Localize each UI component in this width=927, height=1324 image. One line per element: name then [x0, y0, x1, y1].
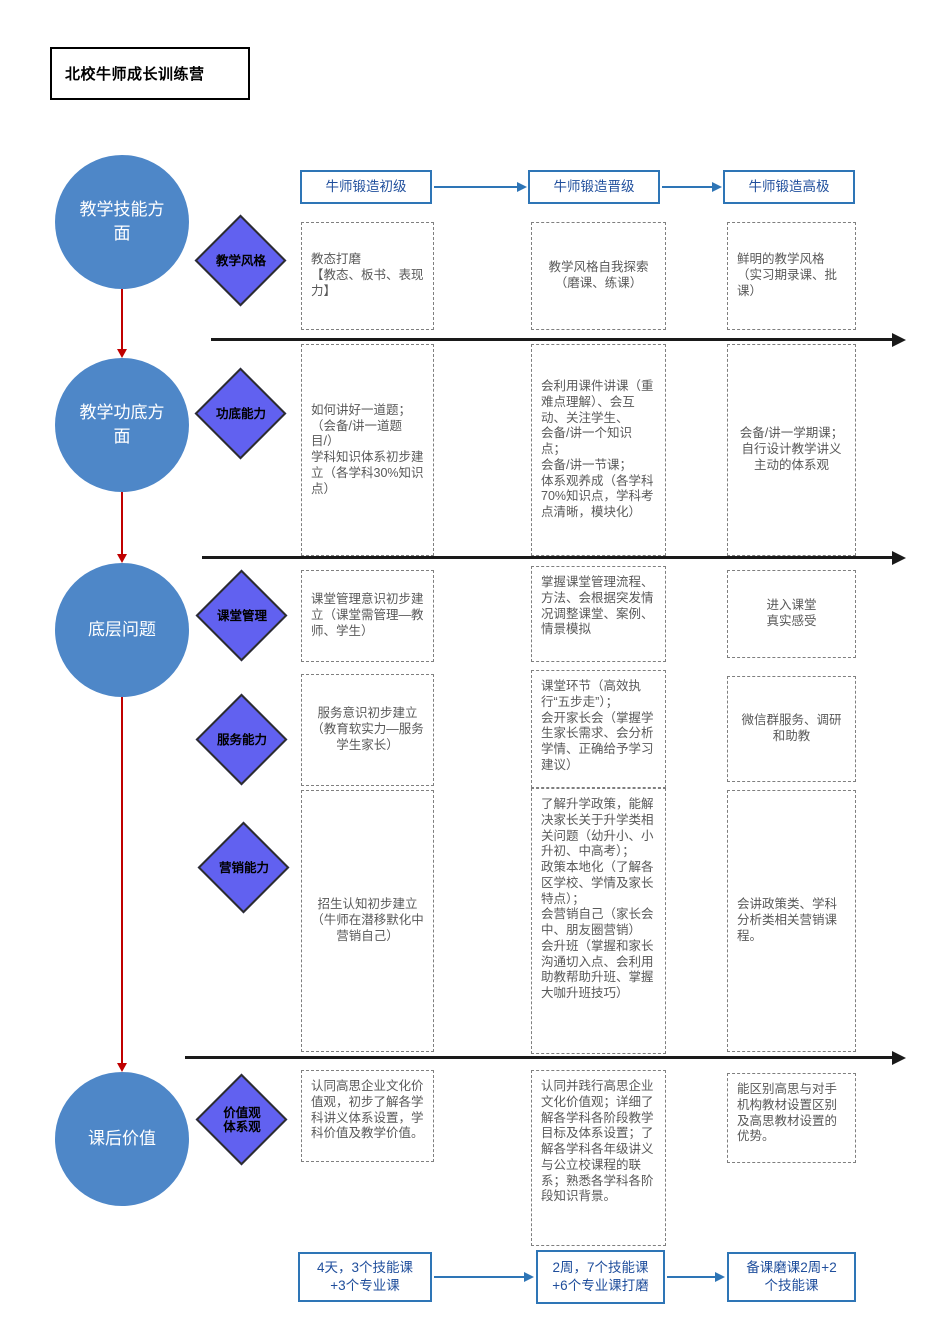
footer-flow-arrow-1 — [434, 1276, 524, 1278]
category-label: 教学技能方面 — [79, 200, 165, 243]
category-underlying-issues: 底层问题 — [55, 563, 189, 697]
footer-stage-beginner: 4天，3个技能课 +3个专业课 — [298, 1252, 432, 1302]
skill-service-ability: 服务能力 — [195, 693, 288, 786]
matrix-cell-r1c2: 教学风格自我探索 （磨课、练课） — [531, 222, 666, 330]
category-teaching-skills: 教学技能方面 — [55, 155, 189, 289]
stage-flow-arrow-2 — [662, 186, 712, 188]
skill-foundation-ability: 功底能力 — [194, 367, 287, 460]
stage-header-intermediate: 牛师锻造晋级 — [528, 170, 660, 204]
stage-flow-arrow-1 — [434, 186, 517, 188]
category-after-class-value: 课后价值 — [55, 1072, 189, 1206]
category-label: 教学功底方面 — [79, 403, 165, 446]
matrix-cell-r1c1: 教态打磨 【教态、板书、表现力】 — [301, 222, 434, 330]
matrix-cell-r4c1: 服务意识初步建立 （教育软实力—服务学生家长） — [301, 674, 434, 786]
timeline-arrow-3 — [185, 1056, 893, 1059]
category-label: 课后价值 — [88, 1129, 156, 1149]
skill-teaching-style: 教学风格 — [194, 214, 287, 307]
matrix-cell-r3c3: 进入课堂 真实感受 — [727, 570, 856, 658]
matrix-cell-r5c3: 会讲政策类、学科分析类相关营销课程。 — [727, 790, 856, 1052]
timeline-arrow-1 — [211, 338, 893, 341]
matrix-cell-r4c3: 微信群服务、调研和助教 — [727, 676, 856, 782]
skill-label: 课堂管理 — [216, 608, 267, 623]
matrix-cell-r6c2: 认同并践行高思企业文化价值观；详细了解各学科各阶段教学目标及体系设置；了解各学科… — [531, 1070, 666, 1246]
matrix-cell-r4c2: 课堂环节（高效执行“五步走”）； 会开家长会（掌握学生家长需求、会分析学情、正确… — [531, 670, 666, 788]
red-connector-1 — [121, 289, 123, 350]
skill-label: 教学风格 — [215, 253, 266, 268]
category-label: 底层问题 — [88, 620, 156, 640]
matrix-cell-r3c1: 课堂管理意识初步建立（课堂需管理—教师、学生） — [301, 570, 434, 662]
skill-label: 营销能力 — [218, 860, 269, 875]
stage-header-beginner: 牛师锻造初级 — [300, 170, 432, 204]
matrix-cell-r3c2: 掌握课堂管理流程、方法、会根据突发情况调整课堂、案例、情景模拟 — [531, 566, 666, 662]
matrix-cell-r5c1: 招生认知初步建立 （牛师在潜移默化中营销自己） — [301, 790, 434, 1052]
skill-label: 服务能力 — [216, 732, 267, 747]
red-connector-2 — [121, 492, 123, 555]
matrix-cell-r5c2: 了解升学政策，能解决家长关于升学类相关问题（幼升小、小升初、中高考）； 政策本地… — [531, 788, 666, 1054]
skill-label: 价值观 体系观 — [223, 1105, 261, 1134]
skill-marketing-ability: 营销能力 — [197, 821, 290, 914]
skill-values-system: 价值观 体系观 — [195, 1073, 288, 1166]
footer-stage-advanced: 备课磨课2周+2 个技能课 — [727, 1252, 856, 1302]
footer-flow-arrow-2 — [667, 1276, 715, 1278]
matrix-cell-r6c3: 能区别高思与对手机构教材设置区别及高思教材设置的优势。 — [727, 1073, 856, 1163]
diagram-title: 北校牛师成长训练营 — [50, 47, 250, 100]
matrix-cell-r6c1: 认同高思企业文化价值观，初步了解各学科讲义体系设置，学科价值及教学价值。 — [301, 1070, 434, 1162]
red-connector-3 — [121, 697, 123, 1064]
category-teaching-foundation: 教学功底方面 — [55, 358, 189, 492]
matrix-cell-r2c2: 会利用课件讲课（重难点理解）、会互动、关注学生、 会备/讲一个知识点； 会备/讲… — [531, 344, 666, 556]
timeline-arrow-2 — [202, 556, 893, 559]
skill-classroom-management: 课堂管理 — [195, 569, 288, 662]
footer-stage-intermediate: 2周，7个技能课 +6个专业课打磨 — [536, 1250, 665, 1304]
stage-header-advanced: 牛师锻造高极 — [723, 170, 855, 204]
matrix-cell-r2c1: 如何讲好一道题； （会备/讲一道题目/） 学科知识体系初步建立（各学科30%知识… — [301, 344, 434, 556]
skill-label: 功底能力 — [215, 406, 266, 421]
matrix-cell-r1c3: 鲜明的教学风格 （实习期录课、批课） — [727, 222, 856, 330]
matrix-cell-r2c3: 会备/讲一学期课； 自行设计教学讲义 主动的体系观 — [727, 344, 856, 556]
